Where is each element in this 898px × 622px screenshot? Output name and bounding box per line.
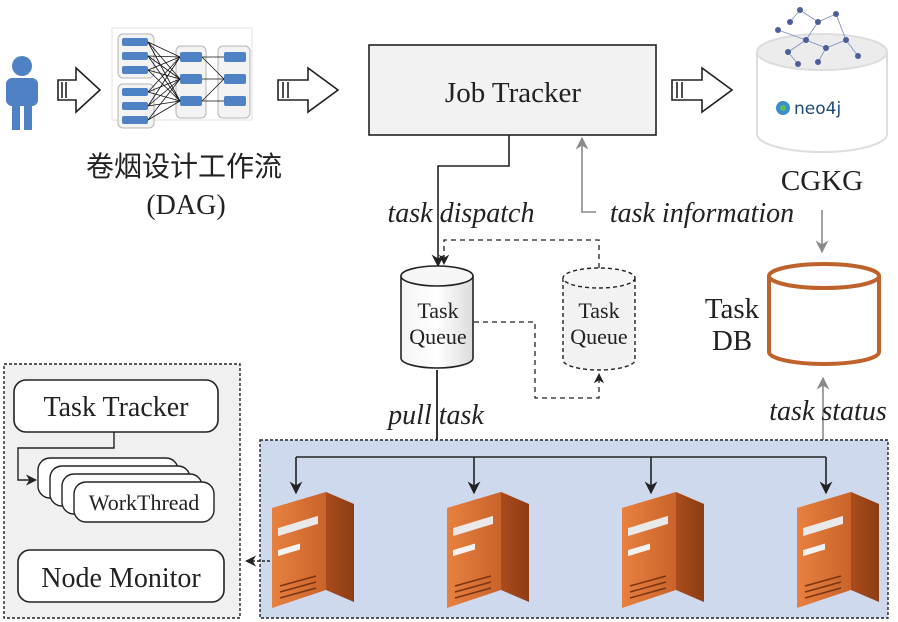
task-queue-backup-line1: Task xyxy=(578,298,619,323)
workthread-label: WorkThread xyxy=(89,490,200,515)
task-db-line1: Task xyxy=(705,293,760,325)
task-information-to-job-tracker xyxy=(575,136,596,213)
dag-workflow-icon xyxy=(111,27,253,129)
graph-database-icon xyxy=(756,7,888,153)
dag-label-en: (DAG) xyxy=(146,190,225,221)
task-tracker-label: Task Tracker xyxy=(43,392,189,423)
worker-cluster-panel xyxy=(259,439,889,619)
task-db-line2: DB xyxy=(712,325,752,357)
task-queue-backup[interactable] xyxy=(562,267,636,371)
node-monitor-box[interactable] xyxy=(17,549,225,603)
job-tracker-box[interactable] xyxy=(368,44,657,136)
task-queue-main-line1: Task xyxy=(417,298,458,323)
server-icon[interactable] xyxy=(797,492,879,608)
task-db-icon[interactable] xyxy=(767,262,881,366)
dag-label-cn: 卷烟设计工作流 xyxy=(86,150,282,183)
task-dispatch-label: task dispatch xyxy=(388,198,535,229)
job-tracker-label: Job Tracker xyxy=(445,77,581,109)
workthread-stack[interactable] xyxy=(37,457,215,523)
flow-arrow-user-to-dag xyxy=(57,66,102,114)
queue-replication-bottom xyxy=(474,321,605,399)
task-queue-backup-line2: Queue xyxy=(570,324,627,349)
task-information-label: task information xyxy=(610,198,794,229)
task-dispatch-edge xyxy=(431,135,510,268)
person-icon xyxy=(6,56,38,130)
task-queue-main[interactable] xyxy=(400,265,474,369)
task-queue-main-line2: Queue xyxy=(409,324,466,349)
queue-replication-top xyxy=(438,239,600,268)
task-status-label: task status xyxy=(769,396,887,427)
server-icon[interactable] xyxy=(272,492,354,608)
neo4j-logo-text: neo4j xyxy=(794,99,841,119)
task-tracker-box[interactable] xyxy=(13,379,219,433)
pull-task-label: pull task xyxy=(386,400,484,431)
task-tracker-to-workthread xyxy=(17,432,115,486)
flow-arrow-job-tracker-to-cgkg xyxy=(671,66,734,114)
flow-arrow-dag-to-job-tracker xyxy=(277,66,340,114)
server-icon[interactable] xyxy=(447,492,529,608)
node-monitor-label: Node Monitor xyxy=(41,563,201,594)
cgkg-label: CGKG xyxy=(781,165,863,197)
server-icon[interactable] xyxy=(622,492,704,608)
